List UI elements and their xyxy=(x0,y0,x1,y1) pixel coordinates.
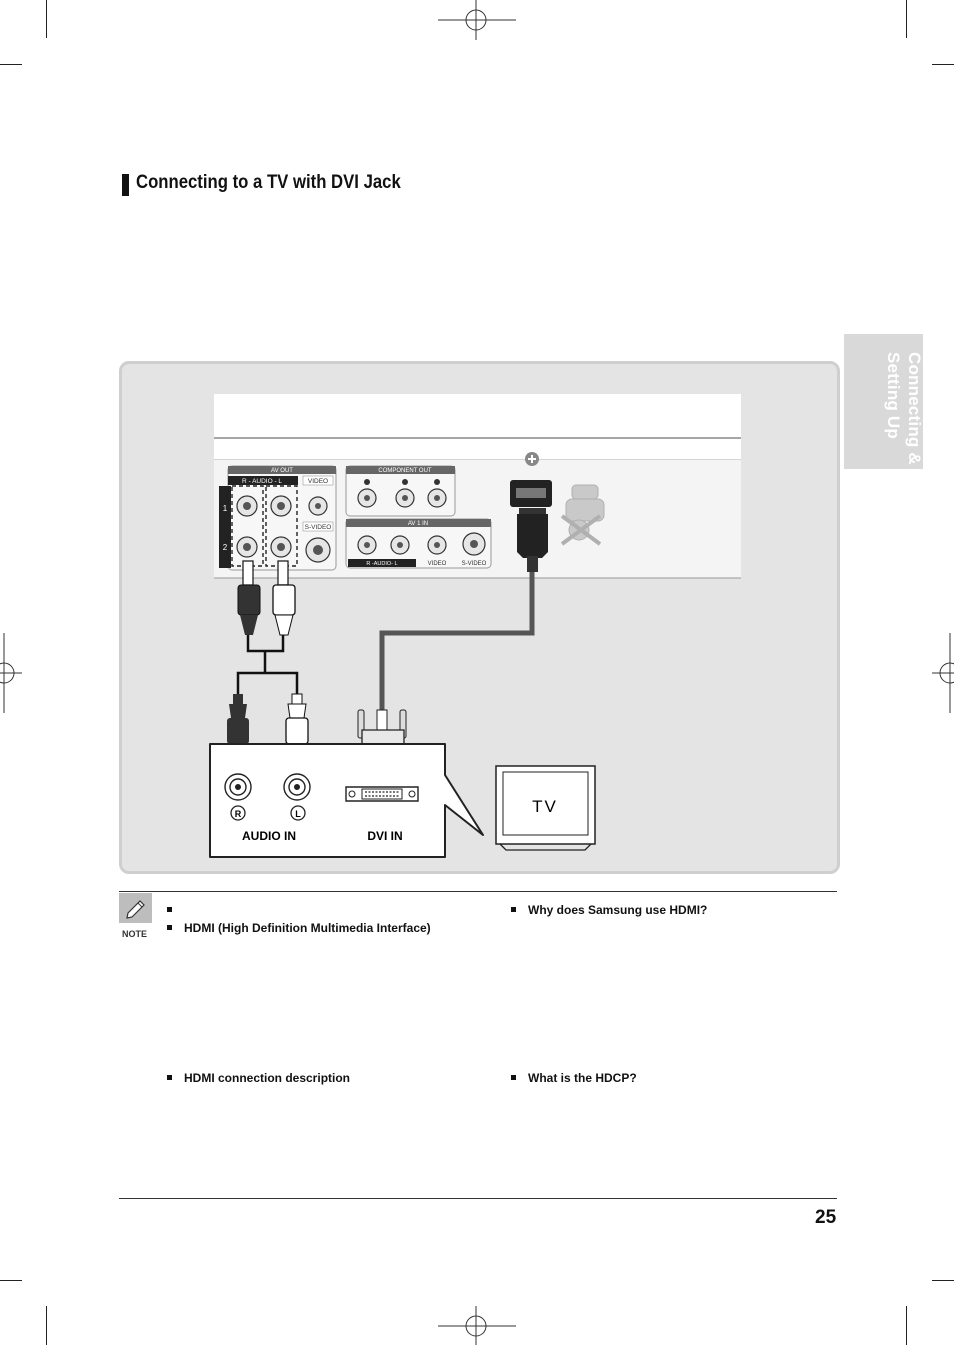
chapter-tab-line1: Connecting & xyxy=(905,352,924,465)
audio-rl-label: R - AUDIO - L xyxy=(242,478,282,485)
note-item: HDMI connection description xyxy=(167,1071,350,1085)
tv-illustration: TV xyxy=(495,765,596,851)
section-title: Connecting to a TV with DVI Jack xyxy=(136,172,401,193)
section-marker xyxy=(122,174,129,196)
jack-r-label: R xyxy=(235,809,242,819)
note-item: Why does Samsung use HDMI? xyxy=(511,903,707,917)
note-item: What is the HDCP? xyxy=(511,1071,637,1085)
component-out-label: COMPONENT OUT xyxy=(378,468,432,474)
jack-l-label: L xyxy=(295,809,301,819)
chapter-tab-line2: Setting Up xyxy=(884,352,903,439)
av1-in-label: AV 1 IN xyxy=(408,521,428,527)
av1-video-label: VIDEO xyxy=(428,561,447,567)
av1-in-block: AV 1 IN R -AUDIO- L VIDEO S-VIDEO xyxy=(345,518,492,569)
note-item xyxy=(167,903,184,917)
tv-input-callout: R L AUDIO IN DVI IN xyxy=(209,743,484,858)
cables xyxy=(236,572,535,712)
note-top-rule xyxy=(119,891,837,892)
audio-in-label: AUDIO IN xyxy=(242,829,296,843)
page-number: 25 xyxy=(815,1207,837,1228)
rca-plug-pair-top xyxy=(237,560,296,636)
row-2-label: 2 xyxy=(223,543,228,552)
av-out-svideo-label: S-VIDEO xyxy=(305,524,332,531)
note-pencil-icon xyxy=(119,893,152,923)
footer-rule xyxy=(119,1198,837,1199)
av1-svideo-label: S-VIDEO xyxy=(462,561,487,567)
component-out-block: COMPONENT OUT xyxy=(345,465,456,517)
chapter-tab-label: Connecting & Setting Up xyxy=(883,352,925,465)
note-label: NOTE xyxy=(122,929,148,939)
av-out-block: AV OUT R - AUDIO - L VIDEO 1 2 S-VIDEO xyxy=(219,465,337,571)
av-out-label: AV OUT xyxy=(271,468,293,474)
av1-audio-label: R -AUDIO- L xyxy=(366,561,397,567)
dvi-in-label: DVI IN xyxy=(367,829,402,843)
row-1-label: 1 xyxy=(223,504,228,513)
tv-label: TV xyxy=(532,797,558,816)
chapter-tab xyxy=(844,334,923,469)
note-item: HDMI (High Definition Multimedia Interfa… xyxy=(167,921,431,935)
av-out-video-label: VIDEO xyxy=(308,478,328,485)
hdmi-output xyxy=(510,452,605,572)
